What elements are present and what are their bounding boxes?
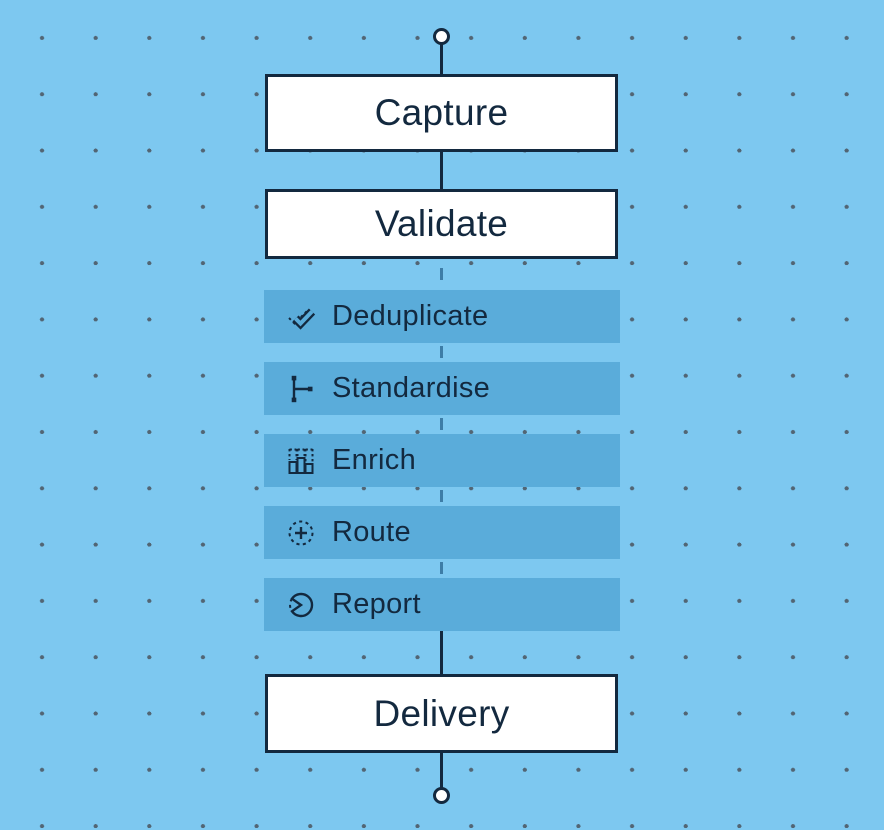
stage-label: Delivery <box>373 692 510 734</box>
stage-node-capture[interactable]: Capture <box>265 74 618 152</box>
bar-columns-icon <box>285 445 317 477</box>
connector-report-to-delivery <box>440 629 443 676</box>
step-node-standardise[interactable]: Standardise <box>264 362 620 415</box>
dashed-connector-enrich-to-route <box>440 490 443 502</box>
end-terminal-node[interactable] <box>433 787 450 804</box>
step-label: Deduplicate <box>332 300 489 332</box>
dashed-connector-validate-to-deduplicate <box>440 268 443 280</box>
step-node-deduplicate[interactable]: Deduplicate <box>264 290 620 343</box>
step-node-route[interactable]: Route <box>264 506 620 559</box>
stage-node-validate[interactable]: Validate <box>265 189 618 259</box>
plus-dashed-circle-icon <box>285 517 317 549</box>
branch-node-icon <box>285 373 317 405</box>
stage-label: Capture <box>374 92 509 133</box>
step-node-report[interactable]: Report <box>264 578 620 631</box>
connector-delivery-to-end <box>440 751 443 789</box>
step-label: Standardise <box>332 372 491 404</box>
double-check-icon <box>285 301 317 333</box>
pie-chart-icon <box>285 589 317 621</box>
start-terminal-node[interactable] <box>433 28 450 45</box>
connector-capture-to-validate <box>440 150 443 192</box>
dashed-connector-route-to-report <box>440 562 443 574</box>
stage-label: Validate <box>374 203 509 244</box>
dashed-connector-deduplicate-to-standardise <box>440 346 443 358</box>
step-label: Route <box>332 516 411 548</box>
stage-node-delivery[interactable]: Delivery <box>265 674 618 753</box>
connector-start-to-capture <box>440 44 443 76</box>
step-label: Report <box>332 588 421 620</box>
step-label: Enrich <box>332 444 416 476</box>
dashed-connector-standardise-to-enrich <box>440 418 443 430</box>
step-node-enrich[interactable]: Enrich <box>264 434 620 487</box>
